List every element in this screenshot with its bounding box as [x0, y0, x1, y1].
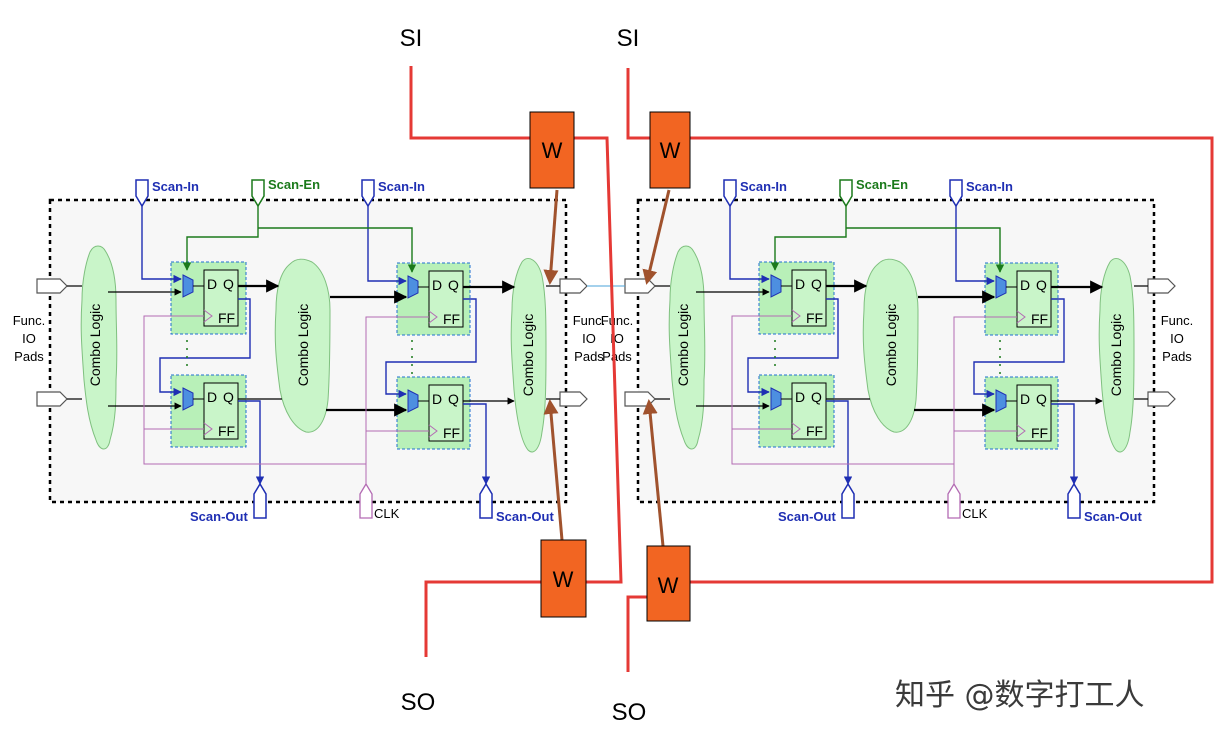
ff-q: Q — [448, 277, 459, 293]
scan-in-label: Scan-In — [740, 179, 787, 194]
combo-logic-label: Combo Logic — [520, 314, 536, 397]
ff-name: FF — [806, 423, 823, 439]
wrapper-io-link — [543, 399, 564, 541]
ff-q: Q — [1036, 391, 1047, 407]
wrapper-cell-label: W — [660, 138, 681, 163]
svg-text:IO: IO — [582, 331, 596, 346]
io-pads-label-left: Func. IO Pads — [601, 313, 634, 364]
svg-text:Func.: Func. — [13, 313, 46, 328]
wrapper-io-link — [642, 399, 665, 547]
ff-name: FF — [218, 310, 235, 326]
scan-in-label: Scan-In — [378, 179, 425, 194]
scan-en-label: Scan-En — [856, 177, 908, 192]
ff-d: D — [207, 389, 217, 405]
ff-q: Q — [1036, 277, 1047, 293]
so-label-left: SO — [401, 689, 436, 716]
combo-logic-label: Combo Logic — [883, 304, 899, 387]
wrapper-chain-left-bottom — [424, 580, 541, 657]
scan-out-label: Scan-Out — [190, 509, 248, 524]
io-pads-label-right: Func. IO Pads — [573, 313, 606, 364]
wrapper-chain-right-link — [690, 136, 1214, 584]
combo-logic-label: Combo Logic — [295, 304, 311, 387]
clk-label: CLK — [962, 506, 988, 521]
wrapper-io-link — [543, 189, 559, 285]
scan-out-label: Scan-Out — [778, 509, 836, 524]
ff-q: Q — [223, 389, 234, 405]
wrapper-cell-label: W — [542, 138, 563, 163]
wrapper-io-links — [543, 189, 671, 547]
wrapper-scan-paths — [409, 66, 1214, 672]
scan-out-label: Scan-Out — [1084, 509, 1142, 524]
wrapper-chain-left-top — [409, 66, 530, 140]
io-pads-label-right: Func. IO Pads — [1161, 313, 1194, 364]
wrapper-io-link — [642, 189, 671, 285]
watermark: 知乎 @数字打工人 — [895, 678, 1145, 713]
ff-name: FF — [218, 423, 235, 439]
scan-out-label: Scan-Out — [496, 509, 554, 524]
wrapper-cell-bottom-left: W — [540, 539, 587, 618]
svg-text:Pads: Pads — [14, 349, 44, 364]
wrapper-chain-right-top — [626, 68, 650, 140]
ff-labels: D Q FF D Q FF D Q FF D Q FF — [207, 276, 460, 441]
svg-text:Pads: Pads — [1162, 349, 1192, 364]
scan-en-label: Scan-En — [268, 177, 320, 192]
ff-name: FF — [1031, 425, 1048, 441]
ff-d: D — [795, 276, 805, 292]
io-pads-label-left: Func. IO Pads — [13, 313, 46, 364]
clk-label: CLK — [374, 506, 400, 521]
svg-text:Func.: Func. — [573, 313, 606, 328]
ff-d: D — [432, 391, 442, 407]
wrapper-chain-left-link — [574, 136, 623, 584]
ff-name: FF — [806, 310, 823, 326]
wrapper-cell-label: W — [658, 573, 679, 598]
svg-text:Func.: Func. — [601, 313, 634, 328]
ff-d: D — [1020, 391, 1030, 407]
so-label-right: SO — [612, 699, 647, 726]
svg-text:Pads: Pads — [574, 349, 604, 364]
wrapper-cell-top-left: W — [529, 111, 575, 189]
wrapper-cell-bottom-right: W — [646, 545, 691, 622]
ff-d: D — [795, 389, 805, 405]
svg-text:Pads: Pads — [602, 349, 632, 364]
ff-d: D — [1020, 277, 1030, 293]
svg-text:IO: IO — [22, 331, 36, 346]
ff-q: Q — [811, 389, 822, 405]
ff-labels: D Q FF D Q FF D Q FF D Q FF — [795, 276, 1048, 441]
ff-name: FF — [443, 425, 460, 441]
ff-name: FF — [443, 311, 460, 327]
scan-in-label: Scan-In — [152, 179, 199, 194]
svg-text:IO: IO — [1170, 331, 1184, 346]
si-label-right: SI — [617, 25, 640, 52]
scan-in-label: Scan-In — [966, 179, 1013, 194]
ff-name: FF — [1031, 311, 1048, 327]
core-right: Scan-In Scan-En Scan-In Scan-Out CLK Sca… — [601, 177, 1194, 524]
ff-q: Q — [811, 276, 822, 292]
wrapper-chain-right-bottom — [626, 595, 647, 672]
ff-q: Q — [223, 276, 234, 292]
wrapper-cell-label: W — [553, 567, 574, 592]
combo-logic-label: Combo Logic — [675, 304, 691, 387]
core-left: Scan-In Scan-En Scan-In Scan-Out CLK Sca… — [13, 177, 606, 524]
ff-d: D — [207, 276, 217, 292]
ff-d: D — [432, 277, 442, 293]
combo-logic-label: Combo Logic — [87, 304, 103, 387]
ff-q: Q — [448, 391, 459, 407]
svg-text:Func.: Func. — [1161, 313, 1194, 328]
wrapper-cell-top-right: W — [649, 111, 691, 189]
si-label-left: SI — [400, 25, 423, 52]
combo-logic-label: Combo Logic — [1108, 314, 1124, 397]
